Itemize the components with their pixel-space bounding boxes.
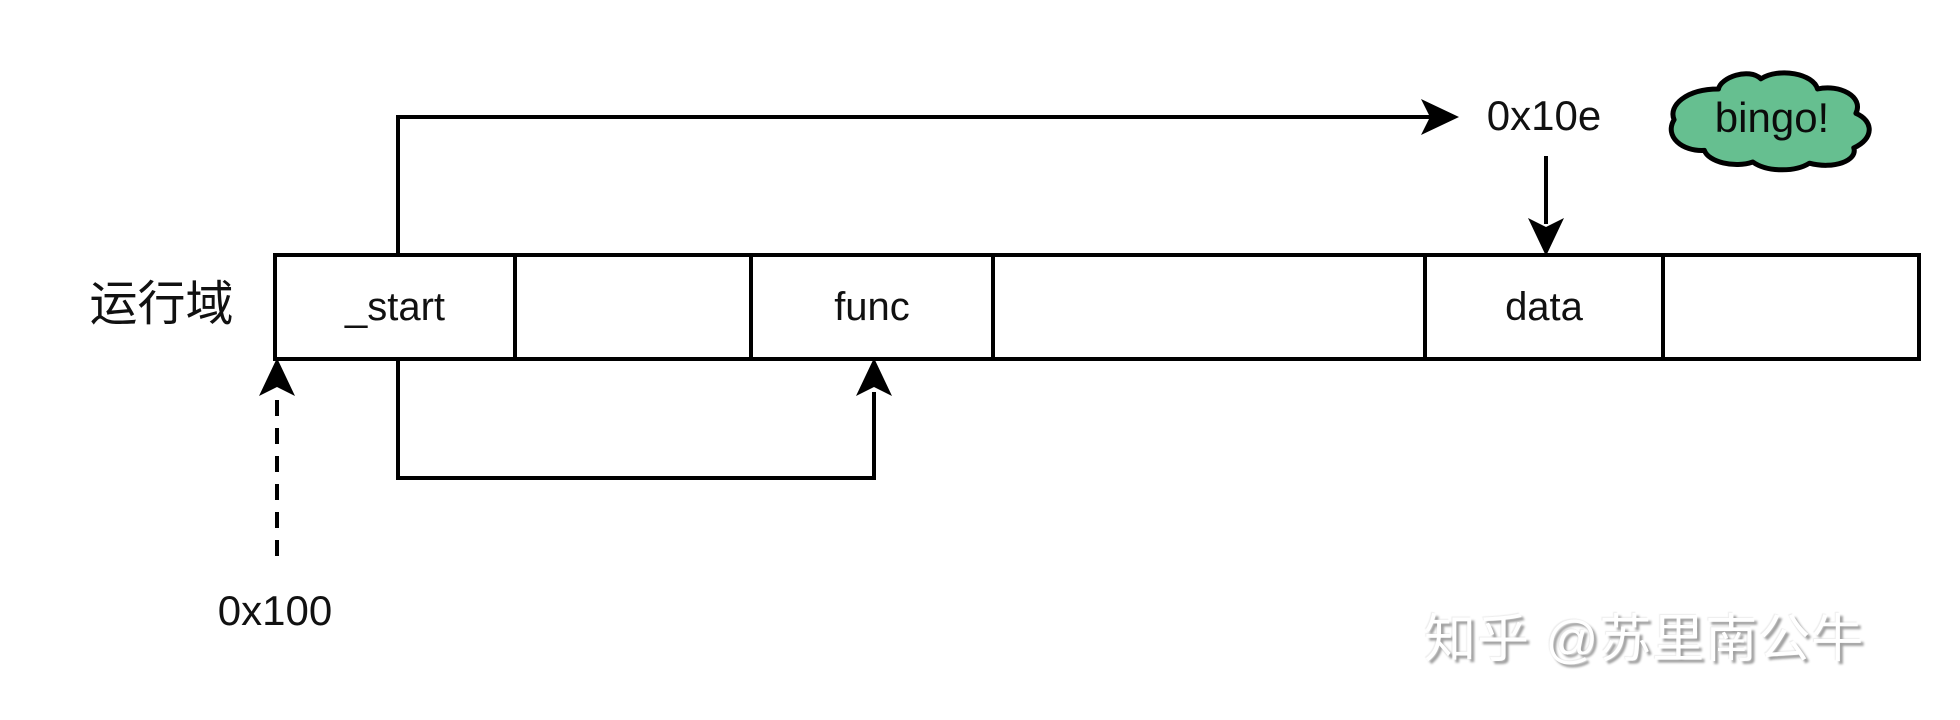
right-arrowhead-icon: [1421, 99, 1459, 135]
cloud-text: bingo!: [1714, 94, 1830, 141]
start-to-0x10e-arrow-line: [396, 115, 1432, 257]
memory-box: _start func data: [273, 253, 1921, 361]
start-to-func-loop-arrow-line: [396, 357, 876, 480]
cell-label-start: _start: [344, 284, 446, 329]
zhihu-watermark: 知乎 @苏里南公牛: [1424, 611, 1865, 669]
down-arrowhead-icon: [1528, 218, 1564, 256]
cell-label-func: func: [834, 284, 910, 329]
memory-cell-data: data: [1427, 257, 1665, 357]
memory-cell-start: _start: [277, 257, 517, 357]
cell-label-data: data: [1505, 284, 1583, 329]
memory-cell-func: func: [753, 257, 995, 357]
dashed-up-arrowhead-icon: [259, 358, 295, 396]
memory-cell-empty-2: [995, 257, 1427, 357]
memory-cell-empty-1: [517, 257, 753, 357]
address-label-0x10e: 0x10e: [1486, 92, 1602, 139]
region-label: 运行域: [89, 278, 234, 331]
address-label-0x100: 0x100: [217, 587, 333, 634]
loop-up-arrowhead-icon: [856, 358, 892, 396]
memory-cell-empty-3: [1665, 257, 1917, 357]
